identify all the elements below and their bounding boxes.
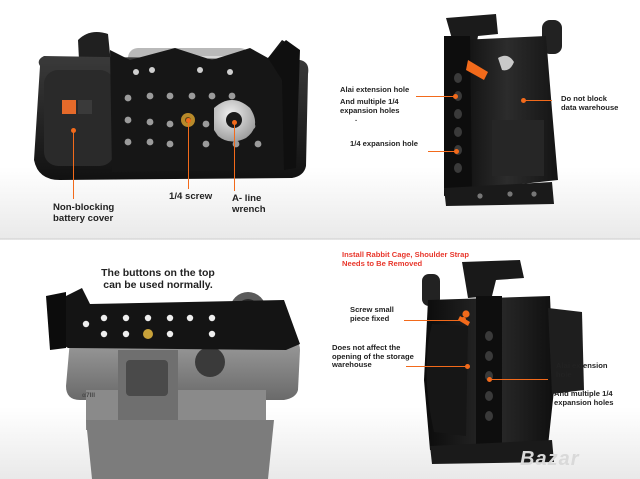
panel-top-view: The buttons on the top can be used norma… (0, 240, 320, 479)
multiple-br-label: And multiple 1/4 expansion holes (554, 389, 614, 407)
multiple-holes-label: And multiple 1/4 expansion holes (340, 97, 400, 115)
panel-bottom-view: Non-blocking battery cover 1/4 screw A- … (0, 0, 320, 239)
alai-pointer-dot (453, 94, 458, 99)
battery-pointer-line (73, 131, 75, 199)
expansion-pointer-line (428, 151, 456, 153)
wrench-label: A- line wrench (232, 193, 266, 215)
screw-small-pointer-dot (461, 317, 466, 322)
watermark: Bazar (520, 448, 580, 470)
panel-divider (0, 238, 640, 241)
panel-grip-view: Install Rabbit Cage, Shoulder Strap Need… (320, 240, 640, 479)
warehouse-pointer-dot (521, 98, 526, 103)
battery-pointer-dot (71, 128, 76, 133)
camera-grip-photo (422, 260, 584, 464)
screw-pointer-dot (186, 118, 191, 123)
screw-small-label: Screw small piece fixed (350, 305, 394, 323)
model-badge: α7III (82, 392, 96, 399)
camera-top-photo (46, 288, 300, 479)
expansion-hole-label: 1/4 expansion hole (350, 139, 418, 148)
alai-br-pointer-dot (487, 377, 492, 382)
stray-dot-label: . (355, 114, 358, 123)
panel-side-view: Alai extension hole And multiple 1/4 exp… (320, 0, 640, 239)
expansion-pointer-dot (454, 149, 459, 154)
screw-small-pointer-line (404, 320, 462, 322)
alai-br-pointer-line (490, 379, 548, 381)
install-warning: Install Rabbit Cage, Shoulder Strap Need… (342, 250, 470, 268)
warehouse-label: Do not block data warehouse (561, 94, 619, 112)
alai-hole-label: Alai extension hole (340, 85, 410, 94)
wrench-pointer-line (234, 123, 236, 191)
buttons-caption: The buttons on the top can be used norma… (101, 267, 215, 291)
storage-label: Does not affect the opening of the stora… (332, 343, 414, 369)
warehouse-pointer-line (524, 100, 552, 102)
alai-br-label: Alai extension hole (556, 361, 608, 379)
camera-bottom-photo (34, 32, 309, 180)
screw-label: 1/4 screw (169, 191, 213, 202)
camera-side-photo (444, 14, 562, 206)
storage-pointer-line (406, 366, 466, 368)
storage-pointer-dot (465, 364, 470, 369)
alai-pointer-line (416, 96, 454, 98)
battery-label: Non-blocking battery cover (53, 202, 115, 224)
wrench-pointer-dot (232, 120, 237, 125)
screw-pointer-line (188, 121, 190, 189)
